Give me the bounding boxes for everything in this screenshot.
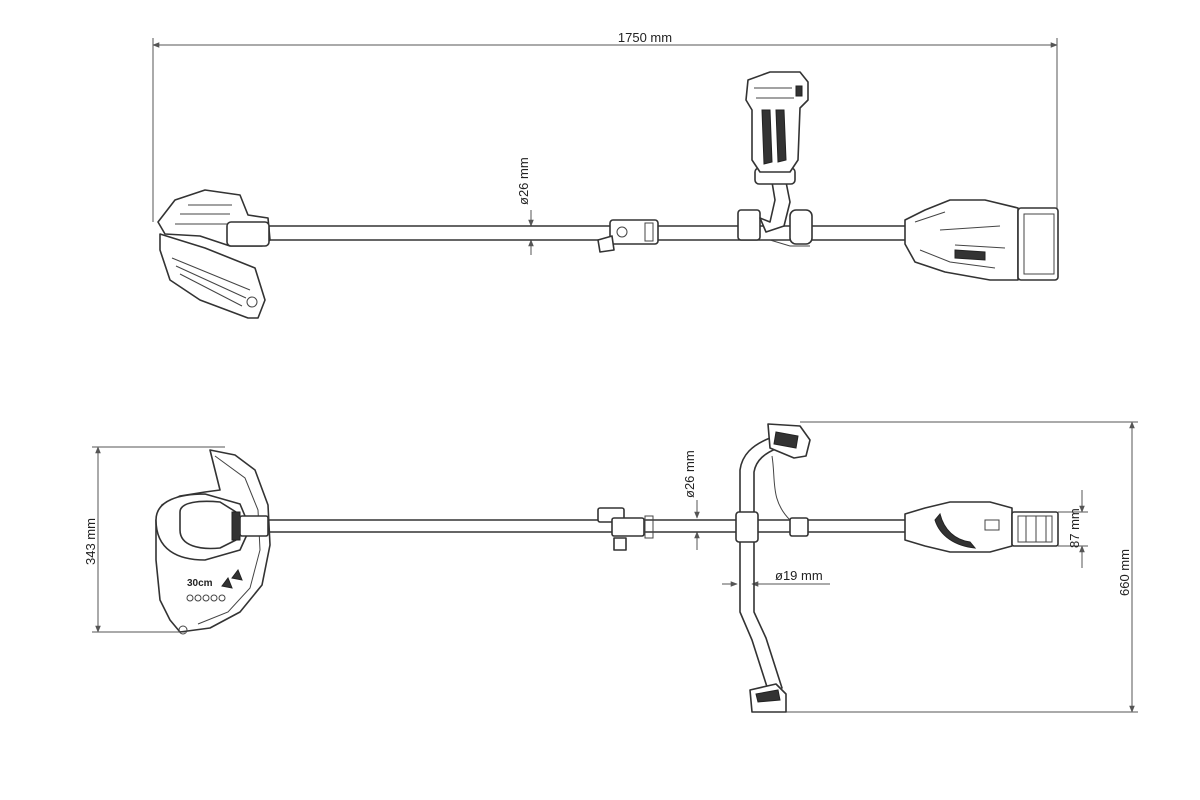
handle-width-dimension: 660 mm [785, 421, 1138, 713]
side-view: 1750 mm ø26 mm [152, 30, 1059, 319]
shaft-diameter-top-label: ø26 mm [682, 450, 697, 498]
shaft-diameter-side-label: ø26 mm [516, 157, 531, 205]
length-label: 1750 mm [618, 30, 672, 45]
side-motor-housing [904, 199, 1059, 281]
handle-bar-diameter-label: ø19 mm [775, 568, 823, 583]
side-cutting-head [157, 189, 271, 319]
top-cutting-head: 30cm [155, 449, 271, 635]
side-shaft-clamp [597, 219, 659, 253]
shaft-diameter-side-dimension: ø26 mm [516, 157, 534, 255]
battery-height-label: 87 mm [1067, 508, 1082, 548]
top-shaft [267, 519, 906, 533]
handle-width-label: 660 mm [1117, 549, 1132, 596]
length-dimension: 1750 mm [152, 30, 1058, 222]
top-handle-bar [735, 423, 811, 713]
battery-height-dimension: 87 mm [1058, 490, 1088, 568]
handle-bar-diameter-dimension: ø19 mm [722, 568, 830, 587]
top-motor-housing [904, 501, 1059, 553]
shaft-diameter-top-dimension: ø26 mm [682, 450, 700, 550]
guard-indicator-dots [186, 568, 243, 602]
guard-size-label: 30cm [187, 578, 213, 589]
side-handle [737, 71, 813, 247]
top-view: 343 mm ø26 mm ø19 mm 87 mm 660 mm [83, 421, 1138, 713]
top-shaft-clamp [597, 507, 654, 551]
guard-width-label: 343 mm [83, 518, 98, 565]
guard-width-dimension: 343 mm [83, 446, 225, 633]
